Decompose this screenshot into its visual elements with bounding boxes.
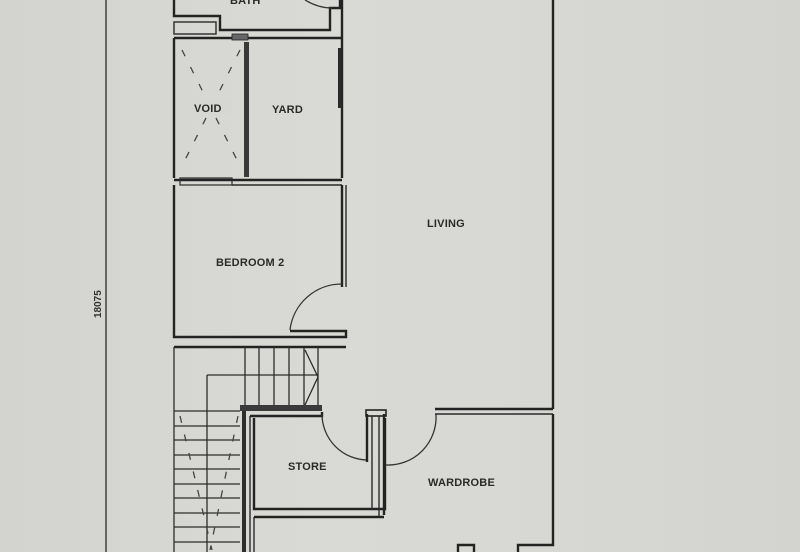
room-label-bath: BATH xyxy=(230,0,261,7)
room-label-living: LIVING xyxy=(427,218,465,230)
dimension-line: 18075 xyxy=(93,0,107,552)
room-label-bedroom-2: BEDROOM 2 xyxy=(216,257,284,269)
store-wardrobe-partition xyxy=(253,409,387,552)
staircase xyxy=(173,345,346,552)
room-label-void: VOID xyxy=(194,103,222,115)
store-room: STORE xyxy=(249,412,387,552)
yard-area: YARD xyxy=(272,38,344,178)
void-area: VOID xyxy=(172,38,249,178)
bedroom-2: BEDROOM 2 xyxy=(172,185,348,339)
room-label-yard: YARD xyxy=(272,104,303,116)
bath-room: BATH xyxy=(172,0,342,35)
room-label-store: STORE xyxy=(288,461,327,473)
yard-bedroom-wall xyxy=(174,177,342,186)
bath-lower-wall xyxy=(174,33,342,41)
dimension-text: 18075 xyxy=(93,290,104,318)
living-room: LIVING xyxy=(427,0,555,415)
wardrobe-room: WARDROBE xyxy=(385,413,555,552)
room-label-wardrobe: WARDROBE xyxy=(428,477,495,489)
